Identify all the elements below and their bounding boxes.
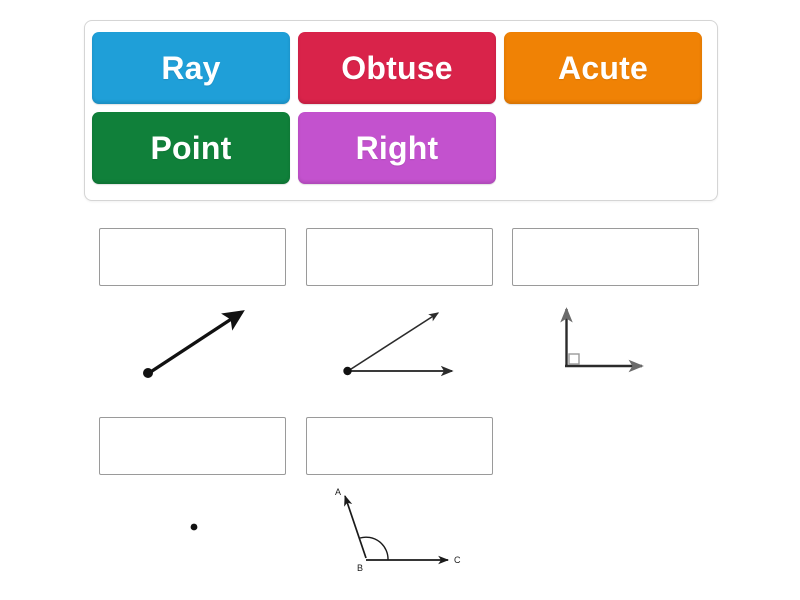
drop-zone-1[interactable] [99, 228, 286, 286]
diagram-obtuse-angle: A B C [330, 483, 475, 578]
word-bank-row-2: Point Right [92, 112, 710, 192]
acute-vertex-dot [343, 366, 352, 376]
drop-zone-5[interactable] [306, 417, 493, 475]
point-svg [190, 523, 198, 531]
obtuse-ray-ba [344, 495, 367, 559]
diagram-right-angle [552, 298, 657, 378]
word-tile-right[interactable]: Right [298, 112, 496, 184]
diagram-ray [125, 296, 265, 391]
word-tile-obtuse[interactable]: Obtuse [298, 32, 496, 104]
right-angle-svg [560, 307, 644, 373]
diagram-acute-angle [336, 300, 471, 385]
acute-diagonal-ray [347, 312, 440, 372]
point-dot [190, 523, 198, 531]
obtuse-angle-arc [359, 536, 389, 561]
ray-svg [143, 310, 245, 378]
ray-endpoint-dot [143, 368, 153, 378]
right-angle-square-marker [568, 353, 580, 365]
drop-zone-4[interactable] [99, 417, 286, 475]
word-tile-ray[interactable]: Ray [92, 32, 290, 104]
word-tile-point[interactable]: Point [92, 112, 290, 184]
ray-line [148, 310, 245, 375]
drop-zone-2[interactable] [306, 228, 493, 286]
obtuse-label-a: A [335, 487, 341, 497]
diagram-point [182, 515, 208, 541]
word-tile-acute[interactable]: Acute [504, 32, 702, 104]
word-bank-container: Ray Obtuse Acute Point Right [84, 20, 718, 201]
obtuse-label-b: B [357, 563, 363, 573]
obtuse-label-c: C [454, 555, 461, 565]
word-bank-row-1: Ray Obtuse Acute [92, 32, 710, 112]
obtuse-angle-svg: A B C [335, 487, 461, 573]
word-bank-rows: Ray Obtuse Acute Point Right [85, 21, 710, 192]
drop-zone-3[interactable] [512, 228, 699, 286]
acute-angle-svg [343, 312, 454, 377]
